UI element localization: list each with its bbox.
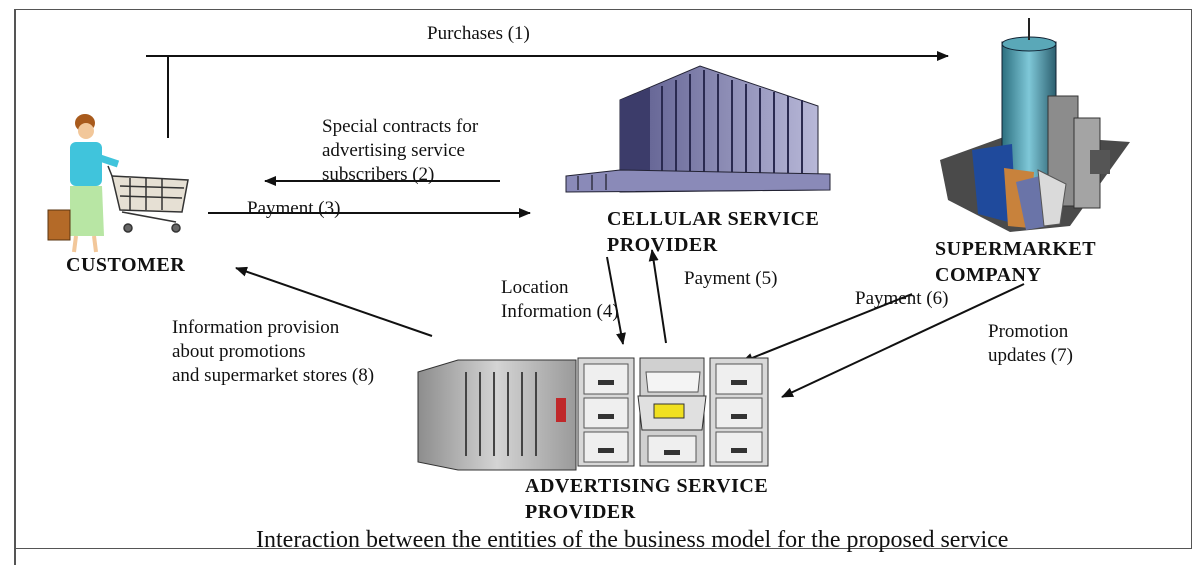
arrows — [146, 51, 1025, 398]
advertising-equipment-illustration — [417, 357, 769, 471]
label-special-contracts: Special contracts for advertising servic… — [322, 116, 479, 185]
arrow-payment5 — [648, 249, 667, 344]
figure-caption: Interaction between the entities of the … — [256, 527, 1009, 553]
figure-frame-left-edge — [14, 9, 16, 565]
label-information-provision: Information provision about promotions a… — [172, 317, 375, 386]
entity-cellular-service-provider: CELLULAR SERVICE PROVIDER — [607, 208, 820, 256]
arrow-payment6 — [741, 293, 913, 363]
customer-illustration — [47, 114, 189, 253]
cellular-building-illustration — [565, 65, 831, 193]
arrow-location-info — [606, 256, 626, 345]
arrow-promotion-updates — [781, 283, 1025, 398]
label-promotion-updates: Promotion updates (7) — [988, 321, 1073, 366]
figure-frame — [14, 9, 1192, 549]
label-purchases: Purchases (1) — [427, 23, 530, 44]
arrow-info-provision — [235, 266, 433, 337]
label-payment-3: Payment (3) — [247, 198, 341, 219]
label-payment-5: Payment (5) — [684, 268, 778, 289]
label-location-information: Location Information (4) — [501, 277, 619, 322]
entity-customer: CUSTOMER — [66, 254, 186, 276]
entity-supermarket-company: SUPERMARKET COMPANY — [935, 238, 1097, 286]
entity-advertising-service-provider: ADVERTISING SERVICE PROVIDER — [525, 475, 769, 523]
label-payment-6: Payment (6) — [855, 288, 949, 309]
supermarket-illustration — [940, 18, 1130, 232]
